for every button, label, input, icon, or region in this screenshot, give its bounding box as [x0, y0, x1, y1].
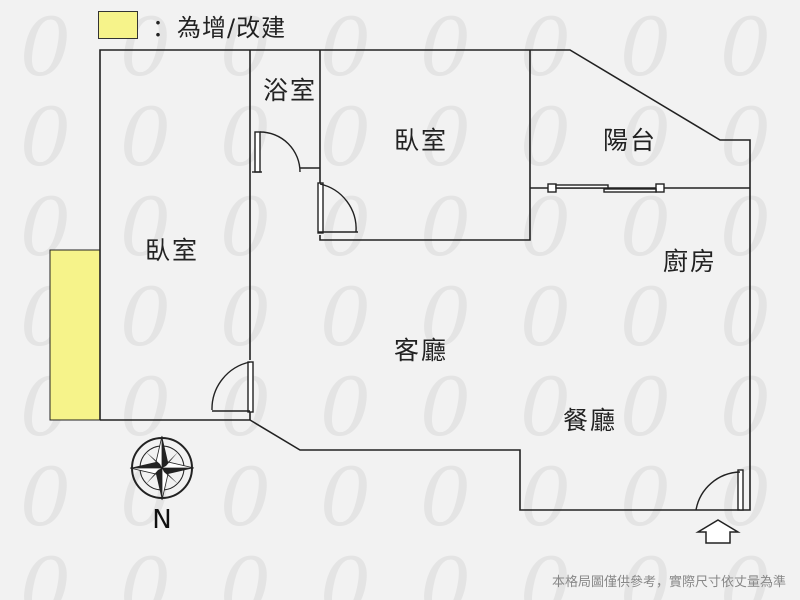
bathroom-door	[252, 131, 320, 173]
outer-wall-bottom	[100, 419, 693, 511]
outer-wall-top-right	[99, 49, 751, 511]
legend-text: ：為增/改建	[152, 13, 287, 42]
legend: ：為增/改建	[98, 10, 287, 42]
balcony-sliding-door	[547, 183, 665, 193]
room-label-dining-room: 餐廳	[562, 406, 618, 435]
top-bedroom-door	[317, 182, 358, 234]
room-label-kitchen: 廚房	[662, 247, 718, 276]
doors	[211, 131, 744, 511]
compass-north-label: N	[152, 505, 172, 535]
walls	[99, 49, 751, 511]
room-label-bedroom-left: 臥室	[144, 236, 200, 265]
compass-icon	[129, 435, 195, 501]
disclaimer-text: 本格局圖僅供參考，實際尺寸依丈量為準	[551, 575, 786, 590]
legend-swatch	[98, 11, 138, 39]
entrance-door	[693, 469, 744, 511]
room-label-living-room: 客廳	[393, 336, 449, 365]
left-bedroom-door	[211, 361, 254, 413]
room-label-balcony: 陽台	[602, 126, 658, 155]
room-label-bathroom: 浴室	[262, 76, 318, 105]
extension-area	[49, 249, 101, 421]
room-label-bedroom-top: 臥室	[393, 126, 449, 155]
entrance-arrow-icon	[695, 519, 741, 544]
wall-top-bedroom	[319, 50, 531, 241]
